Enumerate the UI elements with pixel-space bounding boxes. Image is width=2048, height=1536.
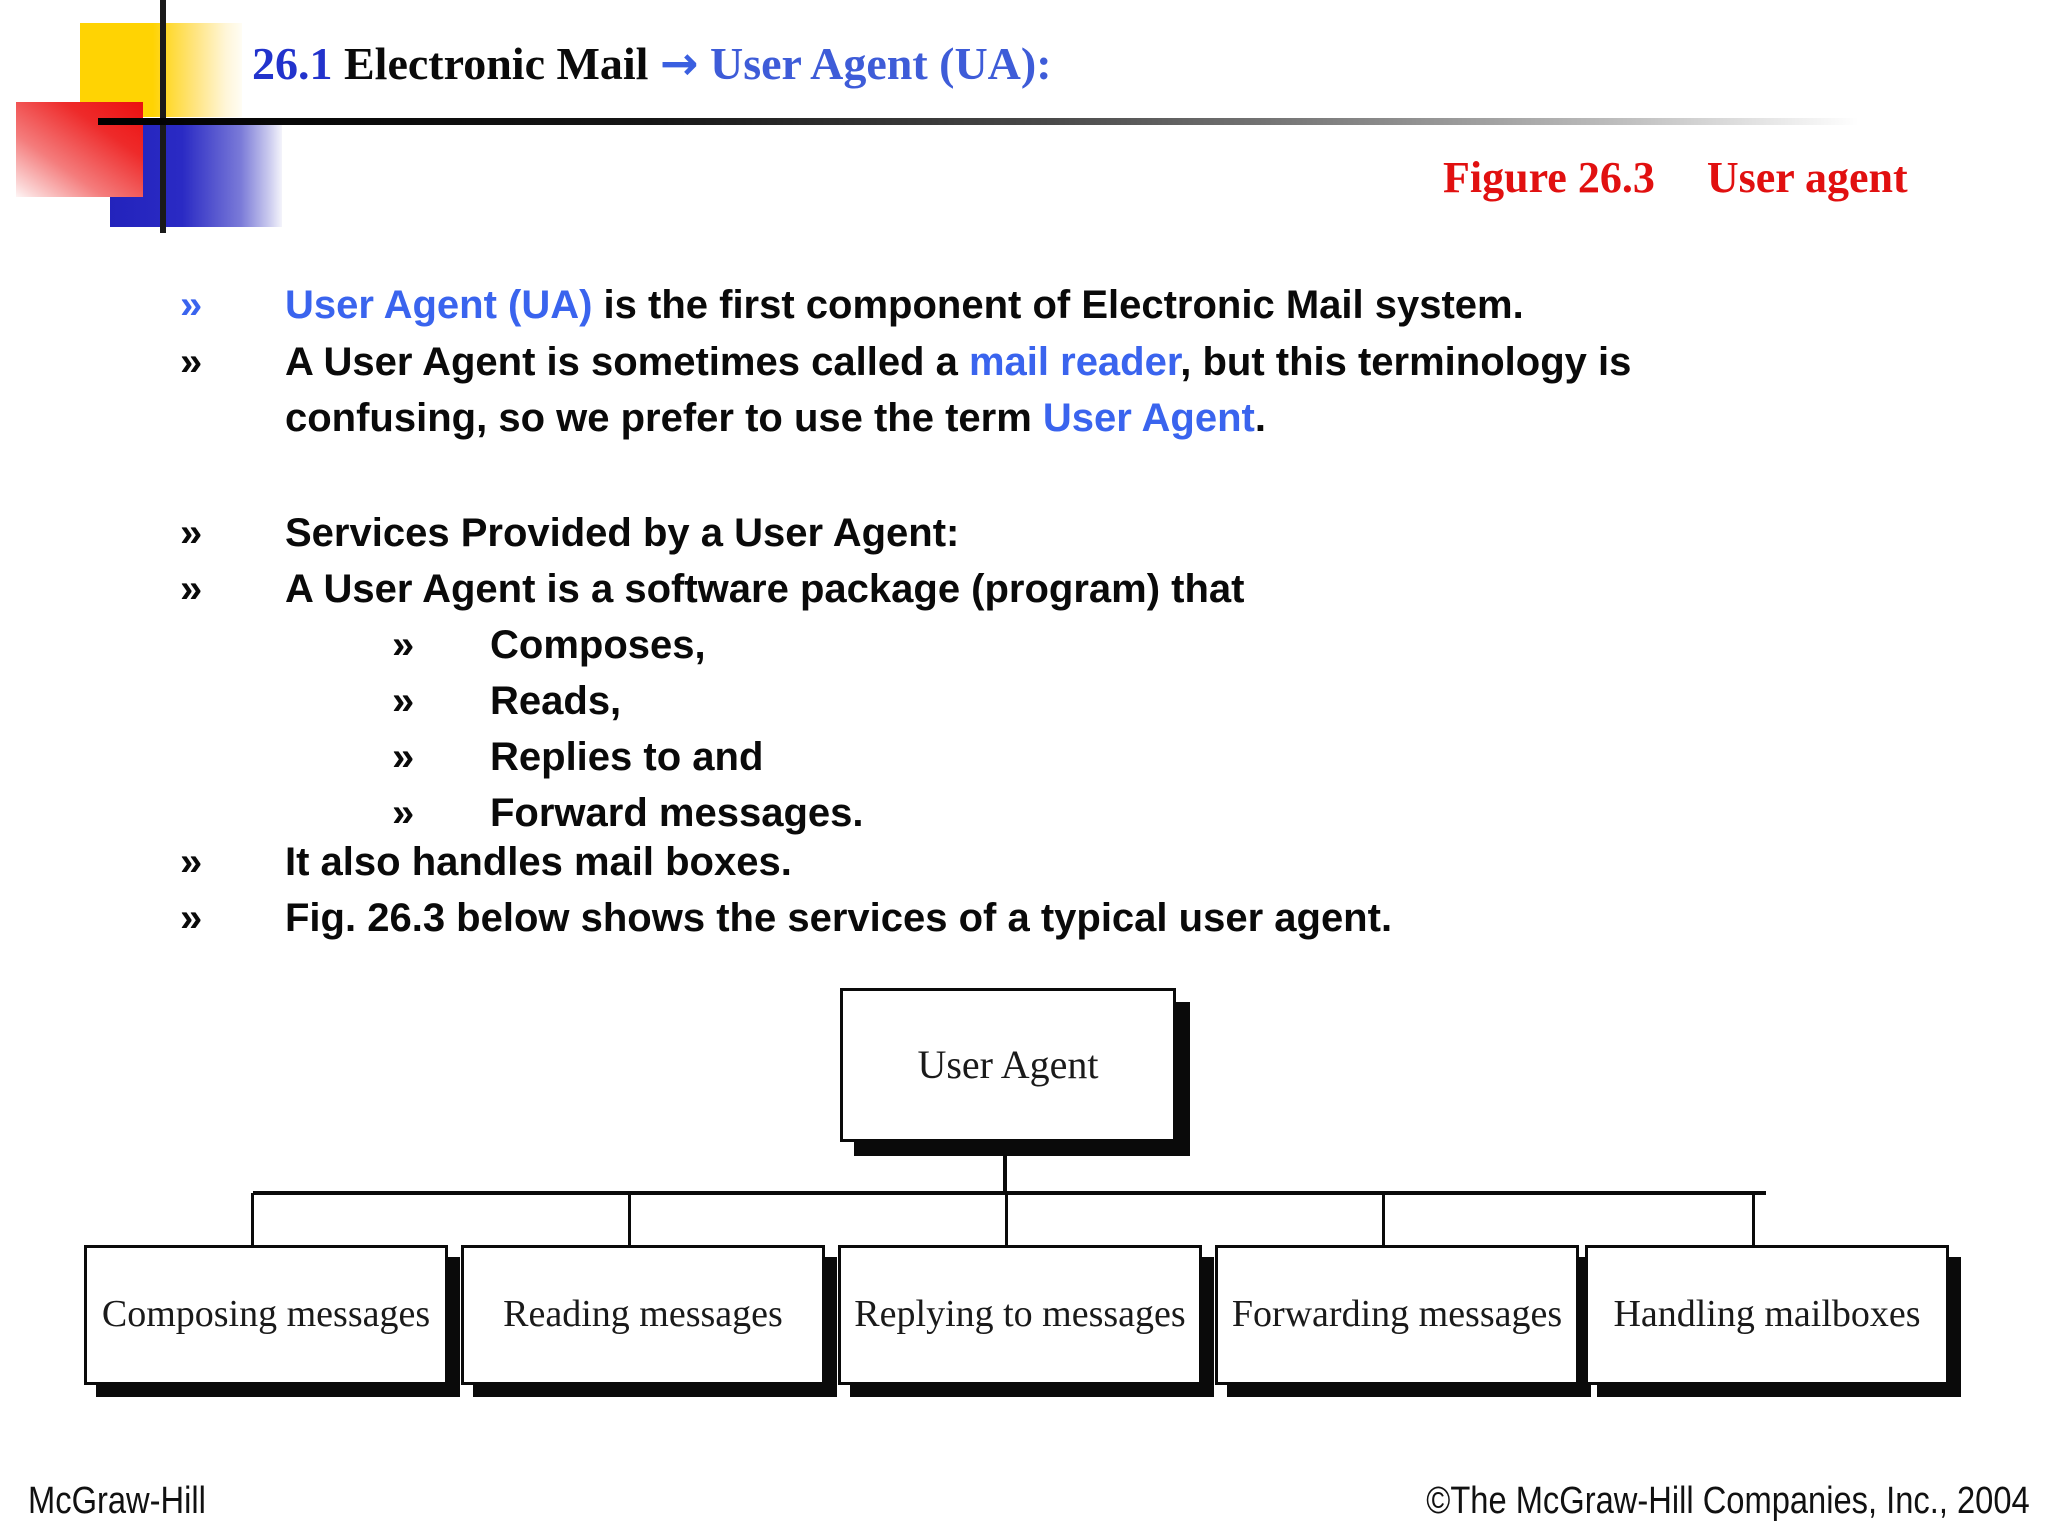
diagram-box-handling: Handling mailboxes — [1585, 1245, 1949, 1385]
connector-horizontal-bus — [253, 1191, 1766, 1195]
connector-drop-2 — [628, 1193, 631, 1247]
bullet-line-6: » Fig. 26.3 below shows the services of a… — [180, 896, 1392, 941]
connector-drop-3 — [1005, 1193, 1008, 1247]
figure-caption: Figure 26.3 User agent — [1443, 152, 1908, 203]
diagram-root-label: User Agent — [917, 1042, 1099, 1087]
title-text: Electronic Mail — [332, 38, 660, 89]
bullet-line-2: » A User Agent is sometimes called a mail… — [180, 340, 1631, 385]
bullet-line-1: » User Agent (UA) is the first component … — [180, 283, 1524, 328]
sub-bullet-1-text: Composes, — [490, 623, 706, 667]
diagram-child-label: Handling mailboxes — [1613, 1293, 1921, 1336]
footer-publisher: McGraw-Hill — [28, 1480, 206, 1522]
bullet-3-text: Services Provided by a User Agent: — [285, 511, 960, 555]
bullet-line-5: » It also handles mail boxes. — [180, 840, 792, 885]
title-divider-rule — [98, 118, 1932, 125]
diagram-child-label: Composing messages — [101, 1293, 431, 1336]
bullet-line-3: » Services Provided by a User Agent: — [180, 511, 959, 556]
bullet-marker: » — [392, 679, 415, 723]
diagram-child-label: Reading messages — [503, 1293, 783, 1336]
bullet-2-text: A User Agent is sometimes called a — [285, 340, 969, 384]
bullet-marker: » — [180, 840, 203, 884]
sub-bullet-4: » Forward messages. — [392, 791, 864, 836]
arrow-right-icon: → — [659, 36, 699, 90]
bullet-marker: » — [392, 623, 415, 667]
connector-drop-4 — [1382, 1193, 1385, 1247]
footer-copyright: ©The McGraw-Hill Companies, Inc., 2004 — [1426, 1480, 2030, 1522]
bullet-2b-text: confusing, so we prefer to use the term — [285, 396, 1043, 440]
diagram-box-reading: Reading messages — [461, 1245, 825, 1385]
bullet-2b-link: User Agent — [1042, 396, 1255, 440]
sub-bullet-4-text: Forward messages. — [490, 791, 864, 835]
diagram-box-forwarding: Forwarding messages — [1215, 1245, 1579, 1385]
connector-drop-1 — [251, 1193, 254, 1247]
logo-red-square — [16, 102, 143, 197]
bullet-marker: » — [392, 735, 415, 779]
bullet-line-4: » A User Agent is a software package (pro… — [180, 567, 1245, 612]
sub-bullet-2-text: Reads, — [490, 679, 622, 723]
bullet-1-link: User Agent (UA) — [285, 283, 593, 327]
connector-drop-5 — [1752, 1193, 1755, 1247]
bullet-line-2-continued: confusing, so we prefer to use the term … — [285, 396, 1266, 441]
diagram-box-composing: Composing messages — [84, 1245, 448, 1385]
figure-label: Figure 26.3 — [1443, 153, 1655, 202]
bullet-marker: » — [180, 340, 203, 384]
diagram-box-replying: Replying to messages — [838, 1245, 1202, 1385]
bullet-4-text: A User Agent is a software package (prog… — [285, 567, 1245, 611]
diagram-box-user-agent: User Agent — [840, 988, 1176, 1142]
bullet-5-text: It also handles mail boxes. — [285, 840, 792, 884]
bullet-marker: » — [180, 283, 203, 327]
bullet-marker: » — [392, 791, 415, 835]
bullet-1-text: is the first component of Electronic Mai… — [592, 283, 1524, 327]
bullet-marker: » — [180, 896, 203, 940]
title-suffix: User Agent (UA): — [698, 38, 1052, 89]
bullet-2b-text-end: . — [1254, 396, 1266, 440]
sub-bullet-2: » Reads, — [392, 679, 621, 724]
sub-bullet-3: » Replies to and — [392, 735, 763, 780]
sub-bullet-3-text: Replies to and — [490, 735, 764, 779]
figure-title: User agent — [1706, 153, 1908, 202]
connector-root-stem — [1003, 1138, 1007, 1194]
logo-vertical-line — [160, 0, 166, 233]
bullet-2-text-end: , but this terminology is — [1180, 340, 1632, 384]
bullet-2-link: mail reader — [968, 340, 1181, 384]
bullet-marker: » — [180, 567, 203, 611]
diagram-child-label: Forwarding messages — [1231, 1293, 1563, 1336]
page-title: 26.1 Electronic Mail → User Agent (UA): — [252, 36, 1052, 90]
diagram-child-label: Replying to messages — [854, 1293, 1186, 1336]
section-number: 26.1 — [252, 38, 333, 89]
sub-bullet-1: » Composes, — [392, 623, 706, 668]
bullet-marker: » — [180, 511, 203, 555]
bullet-6-text: Fig. 26.3 below shows the services of a … — [285, 896, 1393, 940]
